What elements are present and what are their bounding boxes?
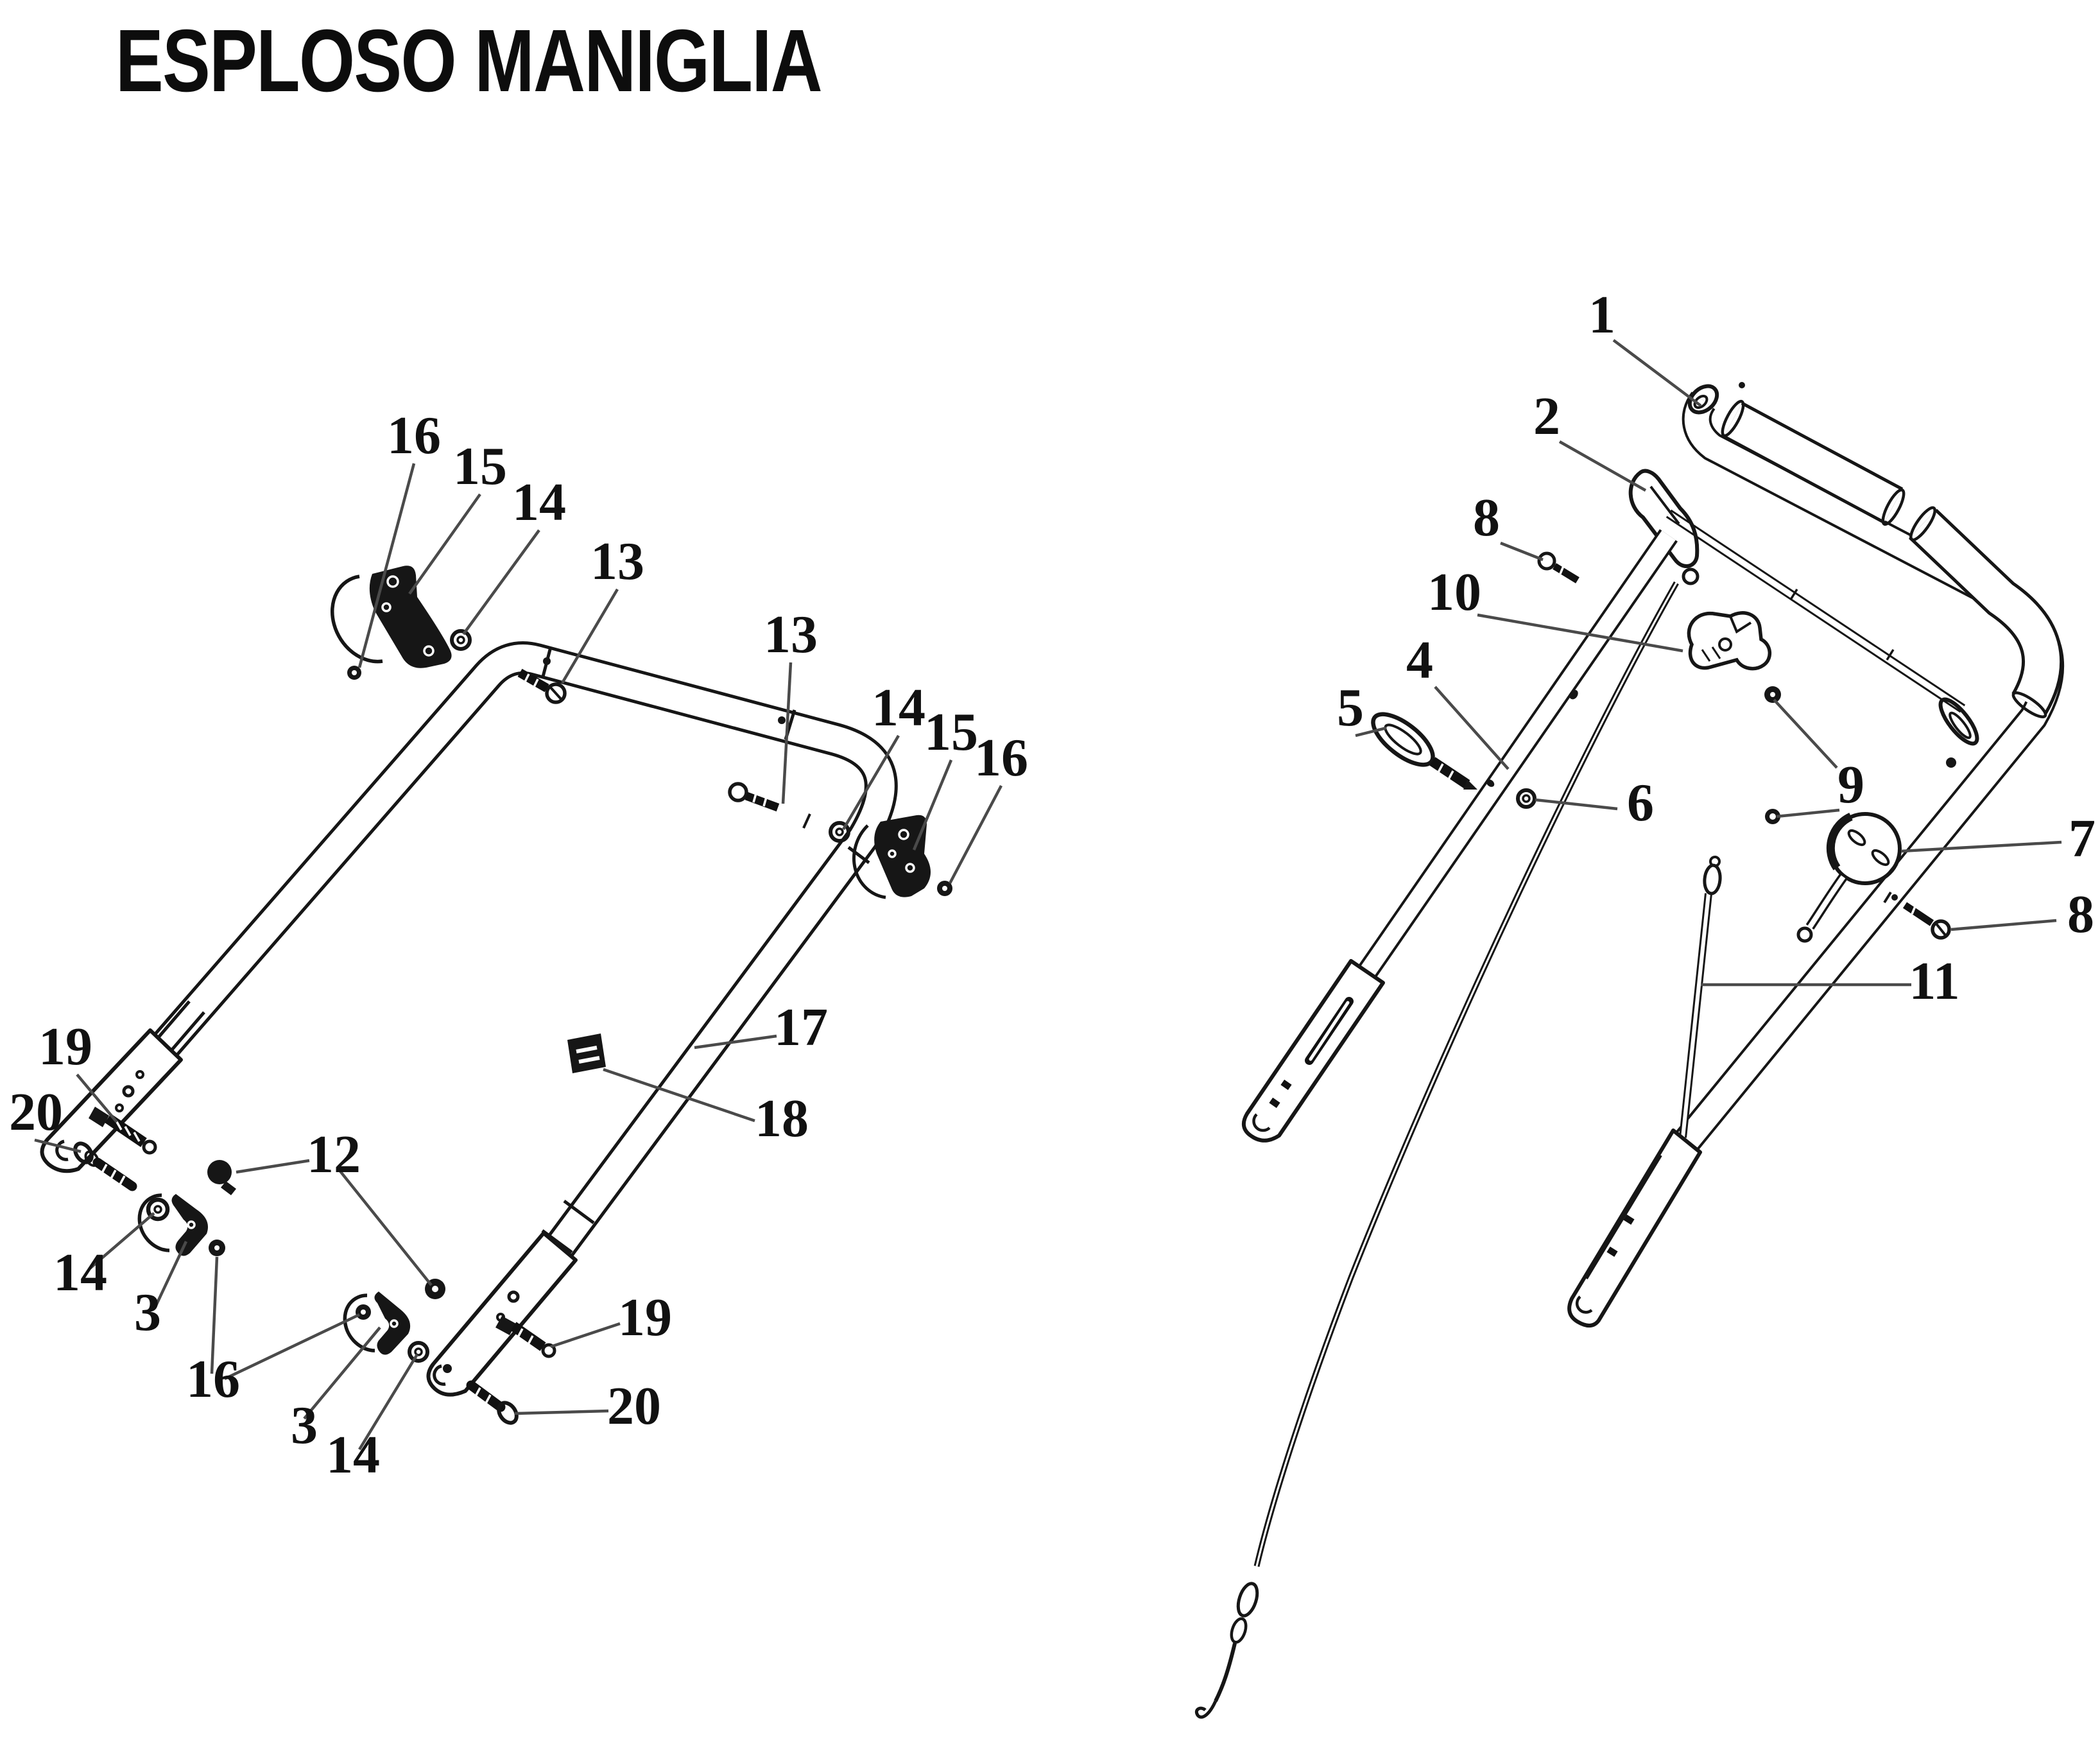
callout-14-right: 14 xyxy=(872,678,925,738)
callout-16-right: 16 xyxy=(974,728,1028,788)
control-cable-11 xyxy=(1195,581,1679,1719)
bolt-20-right xyxy=(466,1380,519,1425)
bolt-20-left xyxy=(73,1141,137,1191)
callout-15-top-left: 15 xyxy=(453,437,507,496)
right-end-plate xyxy=(426,1231,578,1397)
callout-14-bl: 14 xyxy=(53,1243,107,1302)
callout-16-bottom: 16 xyxy=(186,1349,240,1409)
callout-5: 5 xyxy=(1337,678,1364,738)
upper-handle-tube xyxy=(1675,382,2065,1151)
brake-bail-rod xyxy=(1665,509,1979,768)
callout-10: 10 xyxy=(1427,562,1481,622)
cable-guide-5 xyxy=(1371,712,1477,790)
washer-14-bottom-mid xyxy=(408,1341,452,1373)
callout-19-right: 19 xyxy=(618,1288,672,1347)
lower-tube-4 xyxy=(1241,529,1678,1143)
callout-9: 9 xyxy=(1838,755,1864,815)
callout-17: 17 xyxy=(774,998,828,1057)
callout-20-left: 20 xyxy=(9,1082,63,1142)
callout-4: 4 xyxy=(1406,630,1433,690)
callout-1: 1 xyxy=(1588,285,1615,345)
nut-16-bottom-mid xyxy=(356,1304,371,1320)
left-end-plate xyxy=(40,1028,183,1173)
nut-16-bottom-left xyxy=(209,1240,225,1256)
bolt-9 xyxy=(1764,686,1781,703)
foam-grip-upper xyxy=(1721,399,1906,526)
page-title: ESPLOSO MANIGLIA xyxy=(116,12,822,110)
callout-2: 2 xyxy=(1533,386,1560,446)
callout-14-bm: 14 xyxy=(326,1425,380,1485)
bolt-19-left xyxy=(89,1107,157,1155)
callout-18: 18 xyxy=(755,1089,809,1148)
lower-handle-labels: 16 15 14 13 13 14 15 16 17 18 19 20 14 3… xyxy=(9,406,1028,1485)
bolt-19-right xyxy=(495,1316,556,1358)
callout-15-right: 15 xyxy=(924,702,978,762)
callout-13-right: 13 xyxy=(764,605,818,664)
tube-4-end-plate xyxy=(1241,959,1385,1143)
link-rod xyxy=(1679,856,1722,1138)
callout-12: 12 xyxy=(307,1125,361,1184)
lower-handle-leaders xyxy=(34,463,1003,1451)
callout-3-left: 3 xyxy=(134,1283,161,1342)
callout-20-right: 20 xyxy=(607,1376,661,1436)
callout-16-top-left: 16 xyxy=(387,406,441,465)
screw-8-upper xyxy=(1537,551,1579,583)
cable-clip-18 xyxy=(567,1033,606,1073)
callout-14-top-left: 14 xyxy=(512,472,566,532)
washer-9 xyxy=(1765,809,1780,824)
washer-14-right xyxy=(829,821,850,843)
callout-19-left: 19 xyxy=(39,1017,92,1076)
knob-12 xyxy=(207,1160,236,1195)
screw-13-left xyxy=(517,668,567,704)
callout-13-left: 13 xyxy=(590,532,644,591)
upper-handle-labels: 1 2 8 10 4 5 9 7 6 8 11 xyxy=(1337,285,2096,1011)
callout-7: 7 xyxy=(2069,809,2096,869)
screw-13-right xyxy=(728,782,811,829)
washer-14-top-left xyxy=(450,629,472,651)
nut-6 xyxy=(1516,788,1536,809)
callout-8-upper: 8 xyxy=(1473,488,1500,548)
bracket-3-left xyxy=(137,1193,208,1256)
nut-16-right xyxy=(937,881,952,896)
brake-lever xyxy=(1628,469,1700,585)
upper-handle-leaders xyxy=(1355,339,2062,987)
callout-11: 11 xyxy=(1909,951,1959,1011)
washer-14-bottom-left xyxy=(146,1197,170,1222)
upper-handle-diagram: 1 2 8 10 4 5 9 7 6 8 11 xyxy=(1195,285,2096,1719)
callout-8-lower: 8 xyxy=(2067,885,2094,944)
lower-handle-diagram: 16 15 14 13 13 14 15 16 17 18 19 20 14 3… xyxy=(9,406,1028,1485)
callout-3-mid: 3 xyxy=(291,1396,318,1455)
right-leg-end-plate xyxy=(1567,1128,1702,1327)
lower-handle-tube xyxy=(153,641,898,1257)
foam-grip-corner xyxy=(1908,506,2063,718)
cam-lock-lever-7 xyxy=(1796,812,1902,943)
bracket-15-right xyxy=(852,815,931,899)
upper-left-bracket-assembly xyxy=(330,566,472,680)
bracket-3-mid xyxy=(343,1292,411,1355)
nut-16-top-left xyxy=(347,666,361,680)
callout-6: 6 xyxy=(1627,773,1654,833)
clamp-bracket-10 xyxy=(1687,611,1771,671)
screw-8-lower xyxy=(1883,891,1951,940)
